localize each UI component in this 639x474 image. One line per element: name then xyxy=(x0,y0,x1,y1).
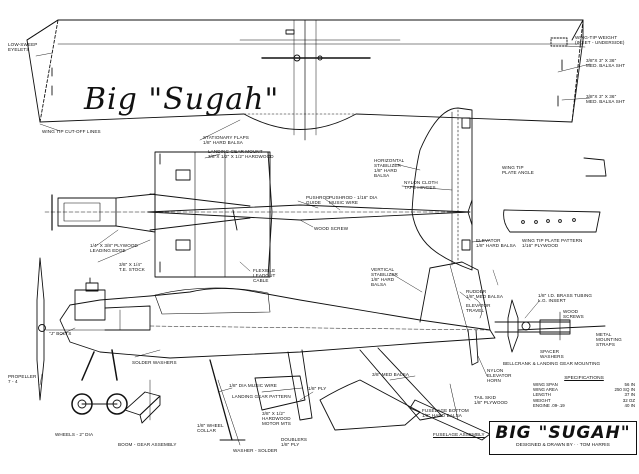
label-bellcrank-mounting: BELLCRANK & LANDING GEAR MOUNTING xyxy=(503,361,601,366)
label-hardwood-motor-mounts: 3/8" x 1/2" HARDWOOD MOTOR MTS xyxy=(262,411,291,426)
label-stationary-flaps: STATIONARY FLAPS 1/8" HARD BALSA xyxy=(203,135,249,145)
label-elevator-travel: ELEVATOR TRAVEL xyxy=(466,303,491,313)
label-vertical-stabilizer: VERTICAL STABILIZER 1/8" HARD BALSA xyxy=(371,267,398,287)
fuselage-assembly xyxy=(254,375,491,441)
top-view-fuselage xyxy=(44,151,471,278)
landing-gear xyxy=(71,349,246,446)
label-plywood-leading-edge: 1/4" x 3/8" PLYWOOD LEADING EDGE xyxy=(90,243,138,253)
label-wing-tip-cutoff: WING TIP CUT-OFF LINES xyxy=(42,129,101,134)
title-block: BIG "SUGAH" DESIGNED & DRAWN BY · · TOM … xyxy=(489,421,637,455)
label-rudder: RUDDER 1/8" MED BALSA xyxy=(466,289,503,299)
label-fuselage-bottom: FUSELAGE BOTTOM 1/8" HARD BALSA xyxy=(422,408,469,418)
label-te-stock: 3/8" x 1/4" T.E. STOCK xyxy=(119,262,145,272)
label-doublers: DOUBLERS 1/8" PLY xyxy=(281,437,308,447)
label-boom-gear-assembly: BOOM - GEAR ASSEMBLY xyxy=(118,442,177,447)
label-propeller: PROPELLER 7 - 4 xyxy=(8,374,37,384)
label-wood-screws: WOOD SCREWS xyxy=(563,309,584,319)
label-spacer-washers: SPACER WASHERS xyxy=(540,349,564,359)
label-solder-washers: SOLDER WASHERS xyxy=(132,360,177,365)
label-metal-straps: METAL MOUNTING STRAPS xyxy=(596,332,622,347)
label-flexible-leadout: FLEXIBLE LEADOUT CABLE xyxy=(253,268,276,283)
label-pushrod-guide: PUSHROD GUIDE xyxy=(306,195,330,205)
label-nylon-elevator-horn: NYLON ELEVATOR HORN xyxy=(487,368,512,383)
specifications-heading: SPECIFICATIONS xyxy=(564,376,604,381)
label-wing-tip-weight: WING-TIP WEIGHT (INSET - UNDERSIDE) xyxy=(575,35,625,45)
tail-stabilizer xyxy=(411,107,473,271)
label-brass-tubing: 1/8" I.D. BRASS TUBING L.G. INSERT xyxy=(538,293,593,303)
wing-outline xyxy=(26,19,584,141)
label-elevator: ELEVATOR 1/8" HARD BALSA xyxy=(476,238,516,248)
label-fuselage-assembly: FUSELAGE ASSEMBLY xyxy=(433,432,485,437)
label-landing-gear-pattern: LANDING GEAR PATTERN xyxy=(232,394,291,399)
leader-lines xyxy=(35,45,591,401)
label-wheel-collar: 1/8" WHEEL COLLAR xyxy=(197,423,224,433)
bellcrank-mount xyxy=(494,299,606,353)
label-landing-gear-mount: LANDING GEAR MOUNT 3/8"x 1/2" x 1/2" HAR… xyxy=(208,149,274,159)
label-music-wire: 1/8" DIA MUSIC WIRE xyxy=(229,383,277,388)
label-pushrod-wire: PUSHROD - 1/16" DIA MUSIC WIRE xyxy=(329,195,378,205)
label-tail-skid: TAIL SKID 1/8" PLYWOOD xyxy=(474,395,508,405)
label-ply: 1/8" PLY xyxy=(308,386,327,391)
label-wing-tip-pattern: WING TIP PLATE PATTERN 1/16" PLYWOOD xyxy=(522,238,583,248)
label-wood-screw: WOOD SCREW xyxy=(314,226,349,231)
label-wing-tip-plate-angle: WING TIP PLATE ANGLE xyxy=(502,165,534,175)
wing-tip-plate xyxy=(503,157,607,233)
title-logo: BIG "SUGAH" xyxy=(495,423,631,443)
label-washer-solder: WASHER - SOLDER xyxy=(233,448,278,453)
plane-title: Big "Sugah" xyxy=(84,82,280,117)
label-horizontal-stabilizer: HORIZONTAL STABILIZER 1/8" HARD BALSA xyxy=(374,158,405,178)
label-med-balsa: 3/8" MED BALSA xyxy=(372,372,409,377)
label-low-sweep: LOW-SWEEP EYELETS xyxy=(8,42,38,52)
label-wing-sheet-1: 3/8"x 3" x 36" MED. BALSA SHT xyxy=(586,58,626,68)
label-wing-sheet-2: 3/8"x 3" x 36" MED. BALSA SHT xyxy=(586,94,626,104)
side-view-fuselage xyxy=(36,257,496,421)
label-nylon-cloth: NYLON CLOTH TAPE HINGES xyxy=(404,180,438,190)
designer-credit: DESIGNED & DRAWN BY · · TOM HARRIS xyxy=(516,443,610,448)
label-wheels: WHEELS - 2" DIA xyxy=(55,432,94,437)
label-j-bolts: "J" BOLTS xyxy=(49,331,72,336)
